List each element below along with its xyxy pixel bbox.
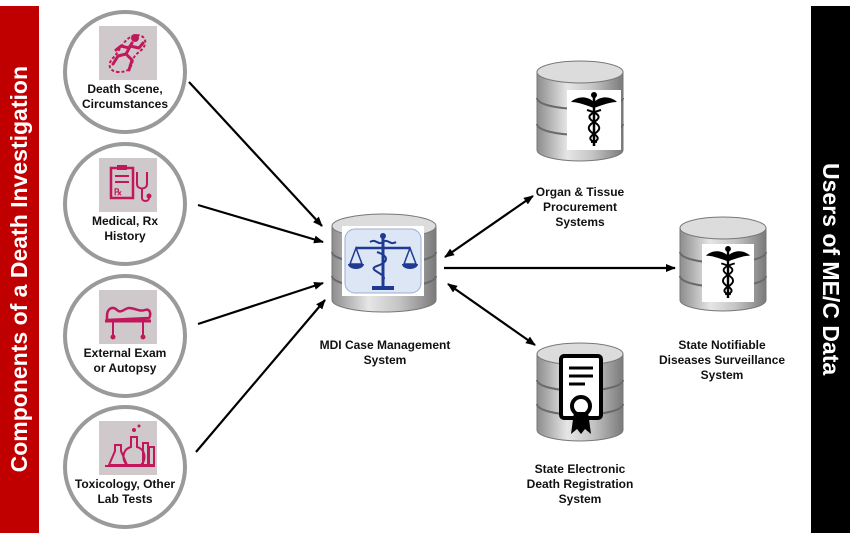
arrow-tox-to-hub [195, 299, 326, 453]
component-label: Death Scene,Circumstances [81, 82, 169, 111]
mdi-case-management-database [330, 212, 438, 314]
certificate-icon [557, 350, 605, 440]
caduceus-icon [567, 90, 621, 150]
arrow-hub-to-organ [444, 195, 534, 258]
lab-flasks-icon [99, 421, 157, 475]
running-person-icon [99, 26, 157, 80]
users-banner: Users of ME/C Data [811, 6, 850, 533]
arrow-exam-to-hub [197, 281, 324, 326]
svg-text:℞: ℞ [114, 187, 122, 197]
users-banner-title: Users of ME/C Data [818, 163, 844, 376]
components-banner: Components of a Death Investigation [0, 6, 39, 533]
arrow-medical-to-hub [197, 203, 324, 244]
death-registration-database [535, 340, 625, 444]
component-death-scene: Death Scene,Circumstances [63, 10, 187, 134]
arrow-death-scene-to-hub [188, 81, 323, 227]
caduceus-icon [702, 244, 754, 302]
scales-caduceus-icon [342, 226, 424, 296]
notifiable-diseases-database [678, 214, 768, 314]
autopsy-table-icon [99, 290, 157, 344]
medical-record-icon: ℞ [99, 158, 157, 212]
organ-tissue-database [535, 58, 625, 164]
arrow-hub-to-death-registration [447, 283, 536, 346]
